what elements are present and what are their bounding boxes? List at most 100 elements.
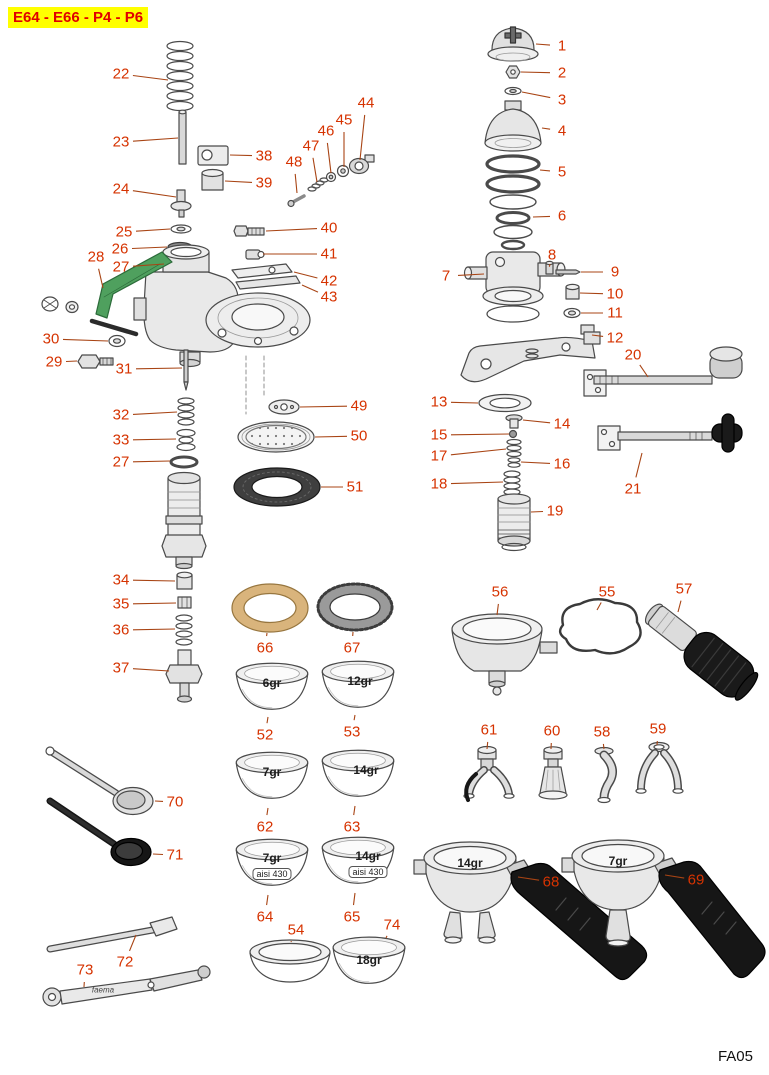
leader-64 (266, 894, 269, 906)
callout-1: 1 (557, 37, 567, 55)
part-rod-23 (178, 109, 187, 165)
leader-71 (152, 853, 164, 856)
leader-61 (486, 741, 489, 750)
part-label-6gr: 6gr (262, 676, 282, 690)
part-holder-56 (451, 613, 558, 696)
part-pin-31 (183, 349, 189, 391)
part-label-12gr: 12gr (347, 674, 373, 688)
callout-43: 43 (320, 288, 338, 306)
callout-24: 24 (112, 180, 130, 198)
callout-57: 57 (675, 580, 693, 598)
leader-62 (266, 807, 269, 816)
part-nut-35 (177, 596, 192, 609)
part-washer-small-b (65, 300, 79, 314)
part-bell-4 (484, 100, 542, 152)
part-spring-22 (166, 40, 194, 112)
callout-71: 71 (166, 846, 184, 864)
callout-15: 15 (430, 426, 448, 444)
part-cap-1 (487, 26, 539, 62)
leader-18 (450, 481, 504, 485)
callout-53: 53 (343, 723, 361, 741)
leader-55 (596, 602, 602, 611)
leader-26 (131, 246, 168, 250)
leader-48 (294, 173, 298, 194)
leader-52 (266, 716, 269, 724)
callout-47: 47 (302, 137, 320, 155)
leader-36 (132, 628, 176, 631)
leader-21 (635, 452, 643, 478)
part-valve-24 (170, 189, 192, 218)
leader-5 (539, 169, 551, 172)
part-label-7gr: 7gr (262, 765, 282, 779)
leader-7 (457, 273, 485, 276)
leader-16 (520, 461, 551, 464)
part-gasket-66 (231, 583, 309, 633)
callout-26: 26 (111, 240, 129, 258)
leader-28 (98, 268, 104, 289)
part-spout-59 (635, 741, 684, 794)
callout-49: 49 (350, 397, 368, 415)
callout-22: 22 (112, 65, 130, 83)
part-dashed-guides (245, 355, 265, 415)
callout-44: 44 (357, 94, 375, 112)
callout-48: 48 (285, 153, 303, 171)
part-spoon-70 (45, 746, 154, 816)
callout-12: 12 (606, 329, 624, 347)
callout-39: 39 (255, 174, 273, 192)
part-oring-27b (169, 455, 199, 469)
part-union-44 (348, 154, 375, 175)
part-nipple-34 (176, 571, 193, 590)
leader-22 (132, 74, 169, 81)
callout-66: 66 (256, 639, 274, 657)
callout-55: 55 (598, 583, 616, 601)
callout-42: 42 (320, 272, 338, 290)
part-spring-17 (506, 438, 522, 458)
part-screw-48 (287, 194, 306, 208)
leader-23 (132, 137, 179, 142)
callout-2: 2 (557, 64, 567, 82)
part-label-14gr: 14gr (355, 849, 381, 863)
part-handle-rod-21 (597, 413, 743, 453)
leader-50 (314, 435, 348, 438)
part-bush-10 (565, 283, 580, 300)
leader-68 (517, 876, 540, 881)
leader-37 (132, 668, 170, 672)
callout-27: 27 (112, 453, 130, 471)
callout-8: 8 (547, 246, 557, 264)
callout-23: 23 (112, 133, 130, 151)
callout-37: 37 (112, 659, 130, 677)
part-pin-diagonal (89, 318, 139, 337)
part-bracket-43 (235, 275, 301, 290)
part-oring-55 (558, 598, 642, 655)
part-piston-19 (497, 493, 531, 552)
leader-20 (639, 364, 649, 378)
callout-61: 61 (480, 721, 498, 739)
callout-14: 14 (553, 415, 571, 433)
part-washer-3 (504, 86, 522, 96)
callout-74: 74 (383, 916, 401, 934)
part-label-faema: faema (91, 985, 115, 995)
callout-28: 28 (87, 248, 105, 266)
part-stack-33 (176, 428, 196, 452)
part-label-7gr: 7gr (262, 851, 282, 865)
leader-35 (132, 602, 177, 605)
callout-40: 40 (320, 219, 338, 237)
leader-29 (65, 360, 78, 363)
part-block-38 (197, 145, 229, 166)
callout-46: 46 (317, 122, 335, 140)
part-lever-73 (42, 965, 211, 1007)
leader-74 (385, 935, 388, 939)
part-label-14gr: 14gr (457, 856, 483, 870)
sheet-code: FA05 (717, 1048, 753, 1065)
leader-17 (450, 448, 507, 456)
callout-51: 51 (346, 478, 364, 496)
leader-40 (265, 228, 318, 232)
callout-67: 67 (343, 639, 361, 657)
callout-59: 59 (649, 720, 667, 738)
part-valve-37 (165, 649, 203, 703)
part-spring-16 (507, 457, 521, 468)
callout-70: 70 (166, 793, 184, 811)
part-nut-2 (505, 65, 521, 79)
